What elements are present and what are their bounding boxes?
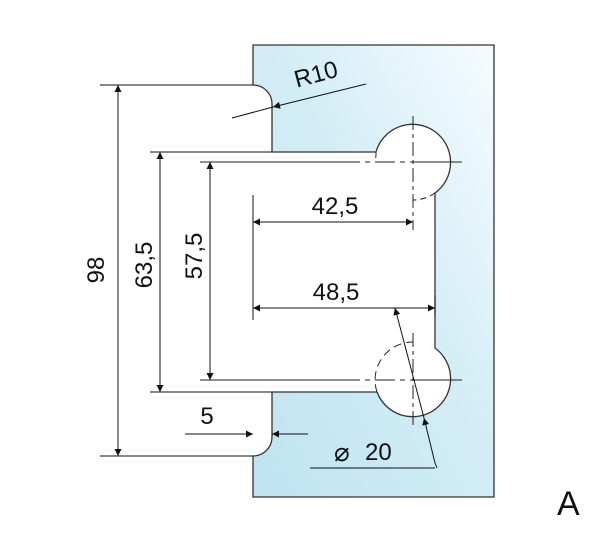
diameter-symbol: ⌀ (334, 437, 350, 467)
dim-hole-diameter: 20 (365, 439, 392, 466)
dim-edge-offset: 5 (200, 403, 213, 430)
dim-overall-height: 98 (83, 257, 110, 284)
dim-hole-spacing: 57,5 (181, 233, 208, 280)
dimension-lines (100, 83, 438, 469)
dim-bottom-depth: 48,5 (313, 279, 360, 306)
view-label: A (557, 485, 580, 523)
hole-centerlines (200, 116, 462, 426)
glass-panel (252, 44, 495, 498)
dim-outer-spacing: 63,5 (131, 242, 158, 289)
dim-top-depth: 42,5 (312, 193, 359, 220)
